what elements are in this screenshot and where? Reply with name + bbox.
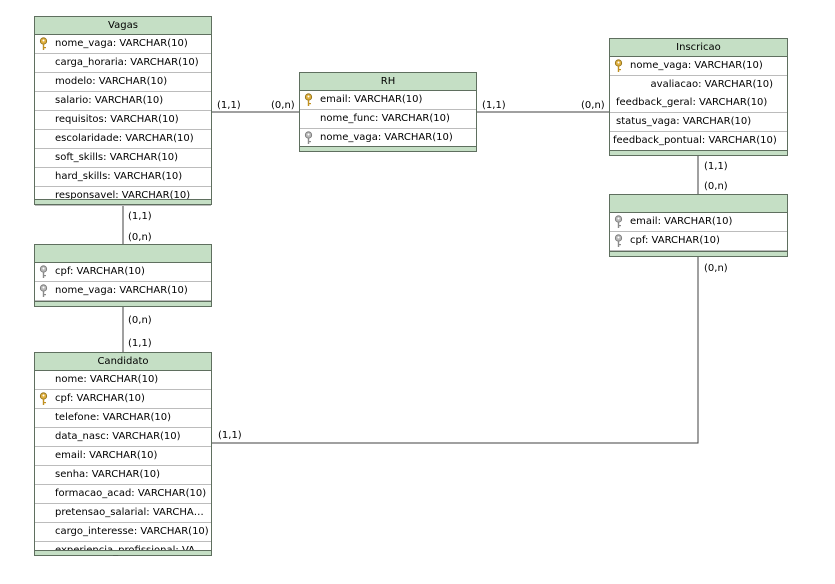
attribute-row: cpf: VARCHAR(10) — [610, 232, 787, 251]
attribute-text: nome_func: VARCHAR(10) — [320, 113, 450, 124]
primary-key-icon — [614, 59, 623, 72]
attribute-row: senha: VARCHAR(10) — [35, 466, 211, 485]
attribute-text: status_vaga: VARCHAR(10) — [616, 116, 752, 127]
attribute-text: carga_horaria: VARCHAR(10) — [55, 57, 199, 68]
cardinality-label: (0,n) — [128, 232, 152, 243]
attribute-row: nome_vaga: VARCHAR(10) — [35, 35, 211, 54]
cardinality-label: (1,1) — [482, 100, 506, 111]
attribute-text: nome_vaga: VARCHAR(10) — [630, 60, 763, 71]
attribute-row: email: VARCHAR(10) — [35, 447, 211, 466]
attribute-row: cpf: VARCHAR(10) — [35, 263, 211, 282]
attribute-row: cargo_interesse: VARCHAR(10) — [35, 523, 211, 542]
foreign-key-icon — [614, 234, 623, 247]
entity-title: Candidato — [35, 353, 211, 371]
entity-vagas[interactable]: Vagas nome_vaga: VARCHAR(10) carga_horar… — [34, 16, 212, 206]
attribute-text: data_nasc: VARCHAR(10) — [55, 431, 181, 442]
cardinality-label: (0,n) — [704, 263, 728, 274]
attribute-row: formacao_acad: VARCHAR(10) — [35, 485, 211, 504]
entity-footer — [35, 199, 211, 204]
attribute-row: feedback_pontual: VARCHAR(10) — [610, 132, 787, 150]
foreign-key-icon — [39, 265, 48, 278]
entity-footer — [610, 150, 787, 155]
cardinality-label: (0,n) — [128, 315, 152, 326]
attribute-text: pretensao_salarial: VARCHAR(10) — [55, 507, 211, 518]
attribute-text: nome: VARCHAR(10) — [55, 374, 159, 385]
cardinality-label: (1,1) — [128, 338, 152, 349]
attribute-text: modelo: VARCHAR(10) — [55, 76, 168, 87]
line-link-candidato-right — [212, 257, 699, 444]
foreign-key-icon — [39, 284, 48, 297]
attribute-row: data_nasc: VARCHAR(10) — [35, 428, 211, 447]
attribute-row: responsavel: VARCHAR(10) — [35, 187, 211, 206]
attribute-row: pretensao_salarial: VARCHAR(10) — [35, 504, 211, 523]
attribute-row: nome: VARCHAR(10) — [35, 371, 211, 390]
attribute-row: nome_vaga: VARCHAR(10) — [610, 57, 787, 76]
attribute-text: cargo_interesse: VARCHAR(10) — [55, 526, 209, 537]
attribute-text: cpf: VARCHAR(10) — [55, 266, 145, 277]
attribute-row: escolaridade: VARCHAR(10) — [35, 130, 211, 149]
entity-inscricao[interactable]: Inscricao nome_vaga: VARCHAR(10) avaliac… — [609, 38, 788, 156]
cardinality-label: (1,1) — [217, 100, 241, 111]
attribute-text: avaliacao: VARCHAR(10) — [650, 79, 773, 90]
attribute-text: senha: VARCHAR(10) — [55, 469, 161, 480]
entity-title: RH — [300, 73, 476, 91]
attribute-text: email: VARCHAR(10) — [320, 94, 423, 105]
foreign-key-icon — [614, 215, 623, 228]
attribute-row: cpf: VARCHAR(10) — [35, 390, 211, 409]
primary-key-icon — [304, 93, 313, 106]
attribute-row: hard_skills: VARCHAR(10) — [35, 168, 211, 187]
cardinality-label: (0,n) — [581, 100, 605, 111]
attribute-row: email: VARCHAR(10) — [610, 213, 787, 232]
entity-footer — [610, 251, 787, 256]
entity-footer — [35, 550, 211, 555]
entity-title: Inscricao — [610, 39, 787, 57]
entity-rh[interactable]: RH email: VARCHAR(10) nome_func: VARCHAR… — [299, 72, 477, 152]
attribute-text: cpf: VARCHAR(10) — [630, 235, 720, 246]
cardinality-label: (1,1) — [218, 430, 242, 441]
attribute-text: email: VARCHAR(10) — [630, 216, 733, 227]
entity-inscricao-candidato-link[interactable]: email: VARCHAR(10) cpf: VARCHAR(10) — [609, 194, 788, 257]
attribute-text: requisitos: VARCHAR(10) — [55, 114, 179, 125]
attribute-row: nome_func: VARCHAR(10) — [300, 110, 476, 129]
cardinality-label: (1,1) — [704, 161, 728, 172]
attribute-row: modelo: VARCHAR(10) — [35, 73, 211, 92]
attribute-text: feedback_pontual: VARCHAR(10) — [613, 135, 777, 146]
entity-title — [610, 195, 787, 213]
attribute-row: salario: VARCHAR(10) — [35, 92, 211, 111]
attribute-row: carga_horaria: VARCHAR(10) — [35, 54, 211, 73]
entity-vagas-candidato-link[interactable]: cpf: VARCHAR(10) nome_vaga: VARCHAR(10) — [34, 244, 212, 307]
attribute-row: nome_vaga: VARCHAR(10) — [35, 282, 211, 301]
attribute-row: avaliacao: VARCHAR(10) — [610, 76, 787, 94]
attribute-text: feedback_geral: VARCHAR(10) — [616, 97, 768, 108]
attribute-row: email: VARCHAR(10) — [300, 91, 476, 110]
attribute-text: email: VARCHAR(10) — [55, 450, 158, 461]
attribute-row: status_vaga: VARCHAR(10) — [610, 113, 787, 132]
foreign-key-icon — [304, 131, 313, 144]
attribute-text: soft_skills: VARCHAR(10) — [55, 152, 178, 163]
attribute-row: telefone: VARCHAR(10) — [35, 409, 211, 428]
attribute-text: cpf: VARCHAR(10) — [55, 393, 145, 404]
entity-footer — [300, 146, 476, 151]
attribute-row: requisitos: VARCHAR(10) — [35, 111, 211, 130]
attribute-text: telefone: VARCHAR(10) — [55, 412, 171, 423]
cardinality-label: (1,1) — [128, 211, 152, 222]
primary-key-icon — [39, 392, 48, 405]
entity-footer — [35, 301, 211, 306]
cardinality-label: (0,n) — [271, 100, 295, 111]
attribute-text: nome_vaga: VARCHAR(10) — [320, 132, 453, 143]
attribute-text: hard_skills: VARCHAR(10) — [55, 171, 183, 182]
attribute-text: nome_vaga: VARCHAR(10) — [55, 38, 188, 49]
cardinality-label: (0,n) — [704, 181, 728, 192]
entity-title: Vagas — [35, 17, 211, 35]
entity-candidato[interactable]: Candidato nome: VARCHAR(10) cpf: VARCHAR… — [34, 352, 212, 556]
attribute-text: escolaridade: VARCHAR(10) — [55, 133, 194, 144]
attribute-text: salario: VARCHAR(10) — [55, 95, 164, 106]
primary-key-icon — [39, 37, 48, 50]
attribute-text: formacao_acad: VARCHAR(10) — [55, 488, 207, 499]
attribute-row: feedback_geral: VARCHAR(10) — [610, 94, 787, 113]
attribute-row: soft_skills: VARCHAR(10) — [35, 149, 211, 168]
attribute-text: nome_vaga: VARCHAR(10) — [55, 285, 188, 296]
entity-title — [35, 245, 211, 263]
